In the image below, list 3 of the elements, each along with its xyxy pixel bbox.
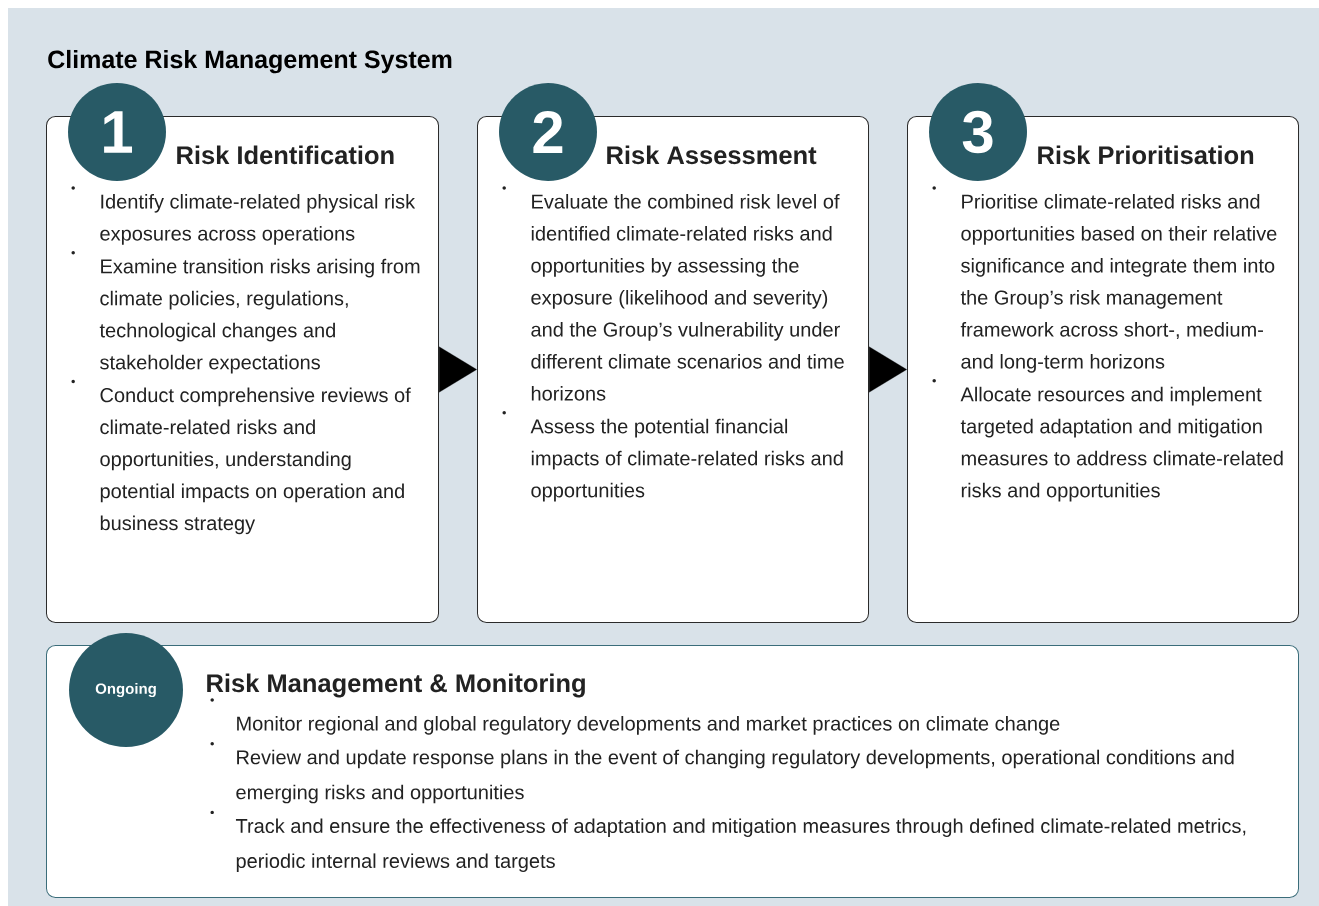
arrow <box>438 346 477 393</box>
title: Climate Risk Management System <box>48 49 452 74</box>
arrow <box>868 346 907 393</box>
